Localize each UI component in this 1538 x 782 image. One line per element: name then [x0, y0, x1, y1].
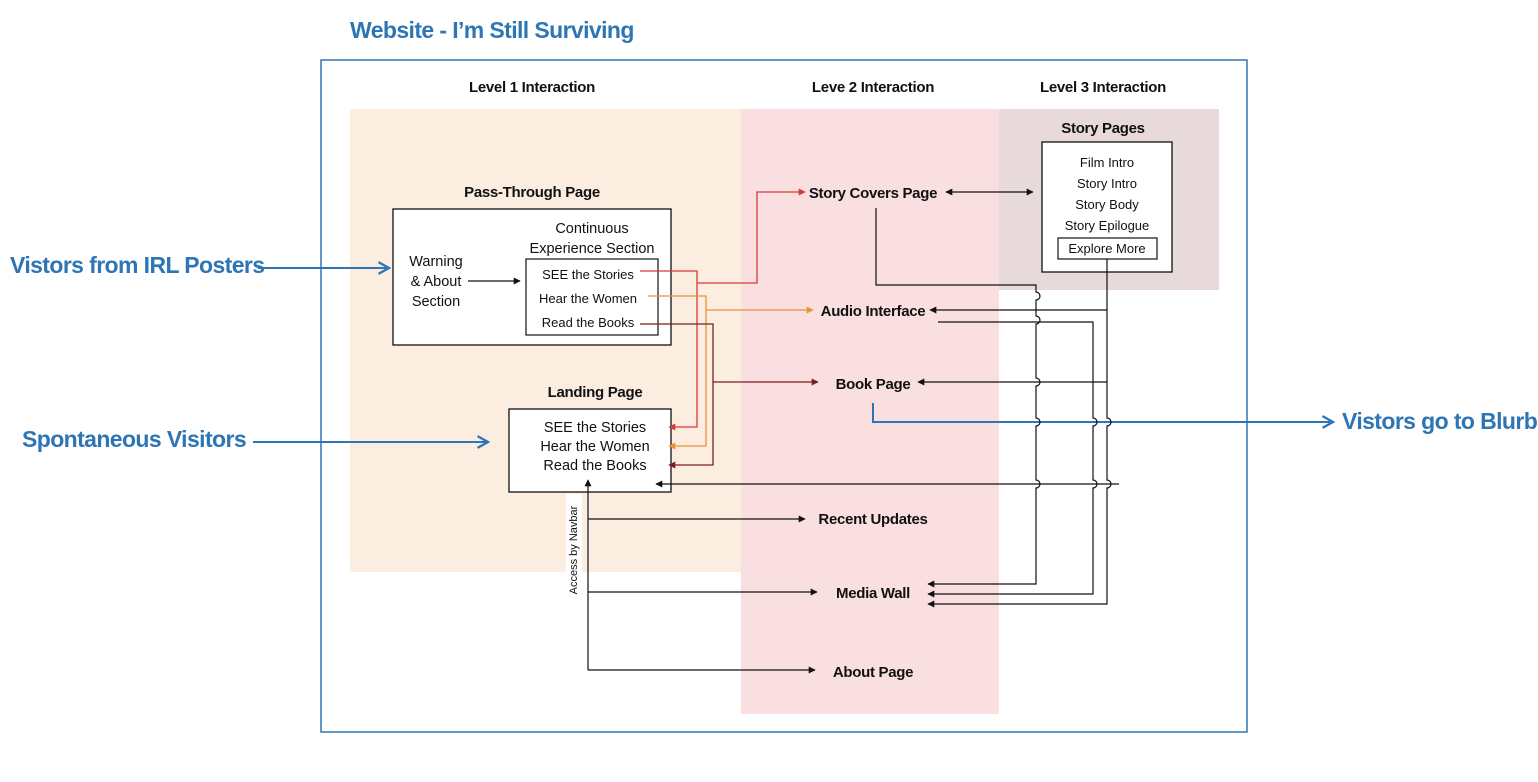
- pass-through-title: Pass-Through Page: [464, 184, 600, 201]
- explore-to-media-connector: [927, 259, 1112, 608]
- diagram-title: Website - I’m Still Surviving: [350, 17, 634, 43]
- pt-hear-women: Hear the Women: [539, 291, 637, 306]
- see-to-story-covers-arrow: [697, 188, 806, 284]
- landing-box: [508, 408, 672, 493]
- posters-visitors-label: Vistors from IRL Posters: [10, 252, 264, 278]
- audio-to-media-connector: [927, 321, 1098, 598]
- navbar-access-label: Access by Navbar: [568, 505, 580, 594]
- website-frame: [320, 59, 1248, 733]
- warning-line-3: Section: [412, 294, 460, 310]
- warning-line-2: & About: [411, 274, 462, 290]
- audio-interface-node: Audio Interface: [821, 303, 926, 320]
- blurb-visitors-label: Vistors go to Blurb: [1342, 408, 1538, 434]
- story-pages-title: Story Pages: [1061, 120, 1144, 137]
- story-epilogue: Story Epilogue: [1065, 218, 1150, 233]
- explore-more-label: Explore More: [1068, 241, 1145, 256]
- warning-line-1: Warning: [409, 254, 462, 270]
- story-body: Story Body: [1075, 197, 1139, 212]
- spontaneous-visitors-label: Spontaneous Visitors: [22, 426, 246, 452]
- level2-header: Leve 2 Interaction: [812, 79, 934, 96]
- media-wall-node: Media Wall: [836, 585, 910, 602]
- covers-to-media-connector: [875, 208, 1041, 588]
- story-intro: Story Intro: [1077, 176, 1137, 191]
- pt-read-books: Read the Books: [542, 315, 635, 330]
- read-books-connector: [640, 323, 714, 469]
- story-film-intro: Film Intro: [1080, 155, 1134, 170]
- see-stories-connector: [640, 270, 698, 431]
- landing-read-books: Read the Books: [543, 458, 646, 474]
- hear-women-connector: [648, 295, 707, 450]
- story-covers-node: Story Covers Page: [809, 185, 937, 202]
- landing-title: Landing Page: [548, 384, 643, 401]
- continuous-inner-box: [525, 258, 659, 336]
- navbar-label-bg: [566, 494, 582, 606]
- landing-hear-women: Hear the Women: [540, 439, 649, 455]
- continuous-line-1: Continuous: [555, 221, 628, 237]
- landing-see-stories: SEE the Stories: [544, 420, 646, 436]
- continuous-line-2: Experience Section: [530, 241, 655, 257]
- level1-header: Level 1 Interaction: [469, 79, 595, 96]
- pt-see-stories: SEE the Stories: [542, 267, 634, 282]
- level2-zone: [741, 109, 999, 714]
- about-page-node: About Page: [833, 664, 913, 681]
- blurb-arrow: [872, 403, 1333, 422]
- level3-header: Level 3 Interaction: [1040, 79, 1166, 96]
- recent-updates-node: Recent Updates: [818, 511, 927, 528]
- book-page-node: Book Page: [836, 376, 911, 393]
